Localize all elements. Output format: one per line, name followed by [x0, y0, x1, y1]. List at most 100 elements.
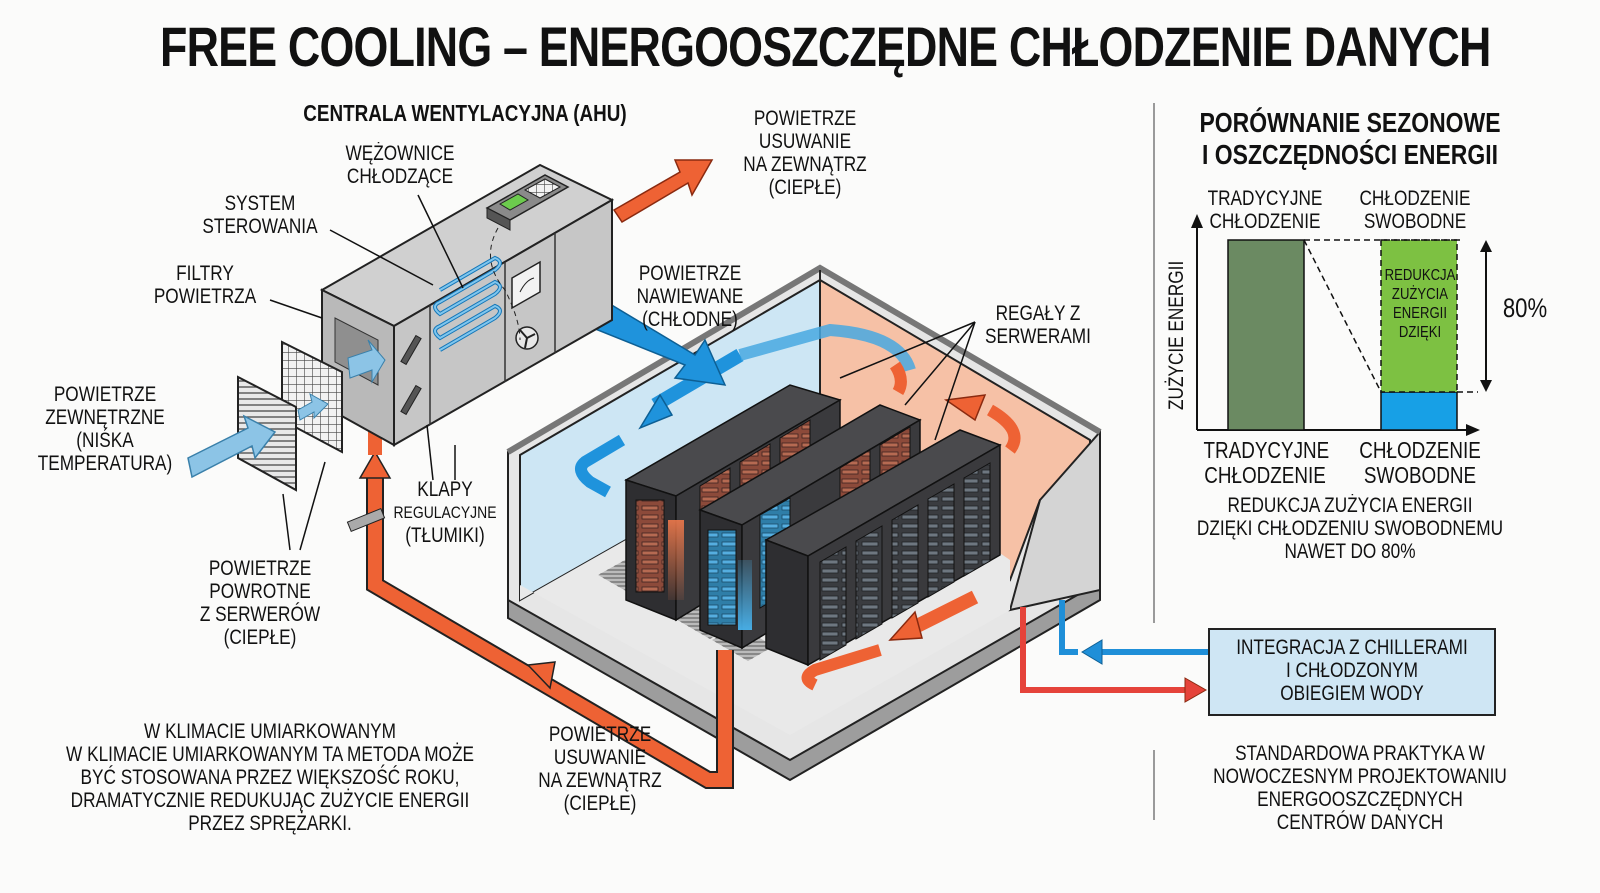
leader-line: [299, 461, 326, 551]
return-air-label: POWIETRZE POWROTNE Z SERWERÓW (CIEPŁE): [182, 557, 338, 649]
label-line: SYSTEM: [224, 192, 296, 215]
label-line: REGAŁY Z: [995, 302, 1081, 325]
label-line: POWIETRZA: [153, 285, 257, 308]
rack-server-panel: [963, 462, 991, 577]
label-line: (TŁUMIKI): [405, 524, 485, 547]
chart-reduction-arrowhead-up: [1480, 240, 1492, 252]
chart-x-axis-arrowhead: [1466, 424, 1480, 436]
leader-line: [417, 194, 464, 289]
control-system-label: SYSTEM STEROWANIA: [186, 192, 334, 238]
chiller-pipes: [1020, 600, 1208, 703]
server-rack-row-front: [764, 429, 1002, 667]
pressure-gauge: [511, 260, 541, 310]
hot-air-flow-arrow: [986, 404, 1021, 454]
label-line: DZIĘKI: [1398, 324, 1442, 341]
energy-comparison-chart: [1191, 214, 1492, 436]
cold-air-flow-arrow: [738, 323, 916, 373]
leader-line: [839, 321, 976, 379]
label-line: CHŁODZENIE: [1204, 462, 1326, 488]
chart-top-label-traditional: TRADYCYJNE CHŁODZENIE: [1208, 187, 1323, 233]
comparison-summary: REDUKCJA ZUŻYCIA ENERGII DZIĘKI CHŁODZEN…: [1186, 494, 1514, 563]
chilled-water-return-arrowhead: [1184, 677, 1208, 703]
label-line: TRADYCYJNE: [1203, 437, 1330, 463]
section-divider: [1153, 103, 1155, 623]
ahu-damper-blade: [400, 334, 422, 366]
summary-line: DZIĘKI CHŁODZENIU SWOBODNEMU: [1196, 517, 1504, 540]
supply-air-label: POWIETRZE NAWIEWANE (CHŁODNE): [616, 262, 764, 331]
rack-server-panel: [891, 504, 919, 619]
label-line: NAWIEWANE: [636, 285, 744, 308]
ahu-damper-blade: [400, 384, 422, 416]
leader-lines: [269, 194, 976, 551]
label-line: CHŁODZENIE: [1359, 187, 1471, 210]
label-line: USUWANIE: [758, 130, 852, 153]
note-line: BYĆ STOSOWANA PRZEZ WIĘKSZOŚĆ ROKU,: [80, 766, 460, 789]
cooling-coils-fill: [434, 256, 501, 351]
note-line: PRZEZ SPRĘŻARKI.: [188, 812, 352, 835]
label-line: Z SERWERÓW: [199, 603, 321, 626]
label-line: ZUŻYCIA: [1391, 286, 1449, 303]
hot-aisle-glow: [668, 520, 684, 600]
return-duct-path-fill: [368, 470, 732, 787]
label-line: CHŁODZENIE: [1359, 437, 1481, 463]
chart-y-axis-label: ZUŻYCIE ENERGII: [1165, 260, 1188, 410]
rack-server-panel: [927, 483, 955, 598]
leader-line: [934, 321, 976, 441]
chiller-box-text: INTEGRACJA Z CHILLERAMI I CHŁODZONYM OBI…: [1236, 636, 1469, 705]
summary-line: REDUKCJA ZUŻYCIA ENERGII: [1227, 494, 1473, 517]
label-line: CHŁODZENIE: [1209, 210, 1321, 233]
climate-note: W KLIMACIE UMIARKOWANYM W KLIMACIE UMIAR…: [49, 720, 492, 835]
comparison-title: PORÓWNANIE SEZONOWE I OSZCZĘDNOŚCI ENERG…: [1186, 107, 1514, 171]
label-line: OBIEGIEM WODY: [1280, 682, 1424, 705]
cold-air-flow-arrowhead: [638, 393, 674, 430]
chart-top-label-free: CHŁODZENIE SWOBODNE: [1358, 187, 1473, 233]
label-line: (CIEPŁE): [223, 626, 297, 649]
hot-air-flow-arrowhead: [943, 394, 987, 422]
note-line: W KLIMACIE UMIARKOWANYM TA METODA MOŻE: [66, 743, 474, 766]
air-handling-unit: [319, 159, 714, 447]
exhaust-bottom-label: POWIETRZE USUWANIE NA ZEWNĄTRZ (CIEPŁE): [526, 723, 674, 815]
label-line: POWIETRZE: [548, 723, 652, 746]
chilled-water-supply-pipe: [1059, 600, 1078, 655]
label-line: STEROWANIA: [202, 215, 318, 238]
chiller-integration-box: INTEGRACJA Z CHILLERAMI I CHŁODZONYM OBI…: [1208, 628, 1496, 716]
chart-reduction-arrowhead-down: [1480, 380, 1492, 392]
rack-server-panel: [635, 499, 665, 593]
rack-server-panel: [707, 529, 737, 626]
label-line: ENERGII: [1393, 305, 1447, 322]
label-line: (CHŁODNE): [642, 308, 738, 331]
hot-air-flow-arrowhead: [888, 610, 923, 641]
comparison-title-line: PORÓWNANIE SEZONOWE: [1199, 107, 1501, 138]
ahu-side: [393, 198, 613, 447]
return-duct-arrowhead: [526, 661, 556, 690]
label-line: USUWANIE: [553, 746, 647, 769]
intake-air-arrow: [347, 339, 386, 384]
exhaust-air-arrow-top: [612, 159, 714, 224]
chilled-water-arrowhead: [1081, 639, 1103, 665]
outside-air-label: POWIETRZE ZEWNĘTRZNE (NIŚKA TEMPERATURA): [27, 383, 183, 475]
wall-rim: [506, 264, 1102, 455]
label-line: REDUKCJA: [1384, 267, 1456, 284]
label-line: (CIEPŁE): [768, 176, 842, 199]
room-side-wall: [1008, 429, 1101, 612]
standard-practice-note: STANDARDOWA PRAKTYKA W NOWOCZESNYM PROJE…: [1196, 742, 1524, 834]
fan-blades: [519, 329, 536, 349]
note-line: NOWOCZESNYM PROJEKTOWANIU: [1213, 765, 1507, 788]
label-line: POWIETRZE: [208, 557, 312, 580]
server-racks-label: REGAŁY Z SERWERAMI: [964, 302, 1112, 348]
note-line: STANDARDOWA PRAKTYKA W: [1235, 742, 1485, 765]
coils-label: WĘŻOWNICE CHŁODZĄCE: [326, 142, 474, 188]
control-panel-keypad: [523, 178, 562, 199]
outside-air-arrow-mid: [297, 393, 329, 421]
label-line: POWIETRZE: [753, 107, 857, 130]
label-line: INTEGRACJA Z CHILLERAMI: [1236, 636, 1468, 659]
dampers-label: KLAPY REGULACYJNE (TŁUMIKI): [384, 478, 507, 547]
leader-line: [282, 493, 291, 551]
label-line: REGULACYJNE: [393, 503, 497, 522]
data-center-room: [506, 264, 1102, 782]
label-line: TEMPERATURA): [37, 452, 173, 475]
return-duct-arrowhead: [358, 450, 392, 479]
label-line: SWOBODNE: [1363, 210, 1467, 233]
cooling-coil-tube: [434, 256, 501, 351]
